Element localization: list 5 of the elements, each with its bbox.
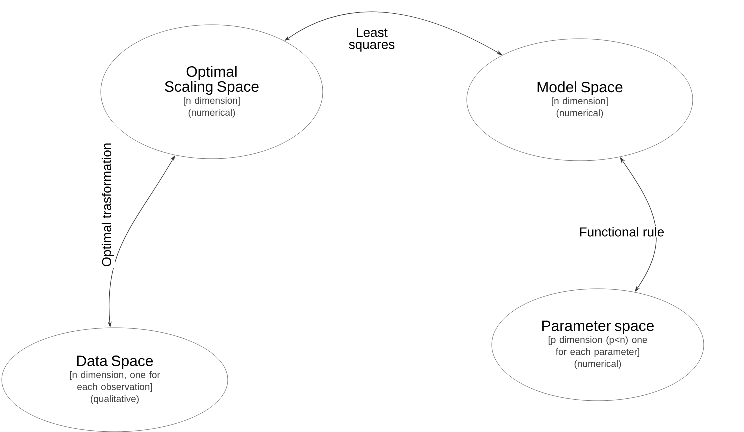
edge-label: Functional rule: [578, 226, 666, 238]
ellipse-node: Parameter space [p dimension (p<n) one for each parameter] (numerical): [492, 288, 704, 402]
edge-label: Optimal trasformation: [100, 142, 116, 268]
ellipse-node: Model Space [n dimension] (numerical): [466, 38, 694, 162]
edge-label: Least squares: [345, 27, 399, 53]
